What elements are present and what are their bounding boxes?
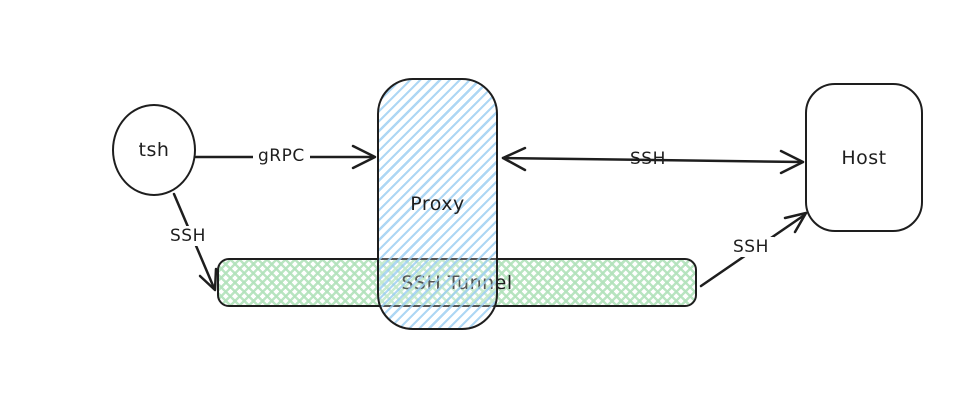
node-tsh-label: tsh	[138, 139, 170, 161]
node-host-label: Host	[841, 146, 887, 169]
node-host: Host	[805, 83, 923, 232]
edge-label-ssh-tsh-tunnel: SSH	[165, 226, 211, 247]
node-tsh: tsh	[112, 104, 196, 196]
node-proxy-label: Proxy	[410, 193, 465, 215]
edge-label-ssh-proxy-host: SSH	[630, 149, 666, 169]
edge-label-ssh-tunnel-host: SSH	[728, 237, 774, 258]
node-proxy: Proxy	[377, 78, 498, 330]
edge-label-grpc: gRPC	[253, 146, 310, 167]
